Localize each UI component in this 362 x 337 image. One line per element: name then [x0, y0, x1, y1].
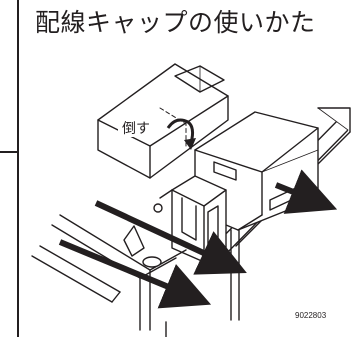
tilt-arrow-icon — [166, 118, 196, 150]
figure-code: 9022803 — [295, 311, 327, 320]
left-margin-line — [17, 0, 19, 337]
page-title: 配線キャップの使いかた — [35, 8, 316, 37]
pull-arrow-icon — [58, 169, 338, 309]
margin-tick-mark — [0, 151, 18, 153]
tilt-callout-label: 倒す — [122, 121, 150, 137]
callout-background — [118, 117, 162, 137]
wall-post — [230, 225, 240, 321]
cover-block — [97, 63, 229, 179]
